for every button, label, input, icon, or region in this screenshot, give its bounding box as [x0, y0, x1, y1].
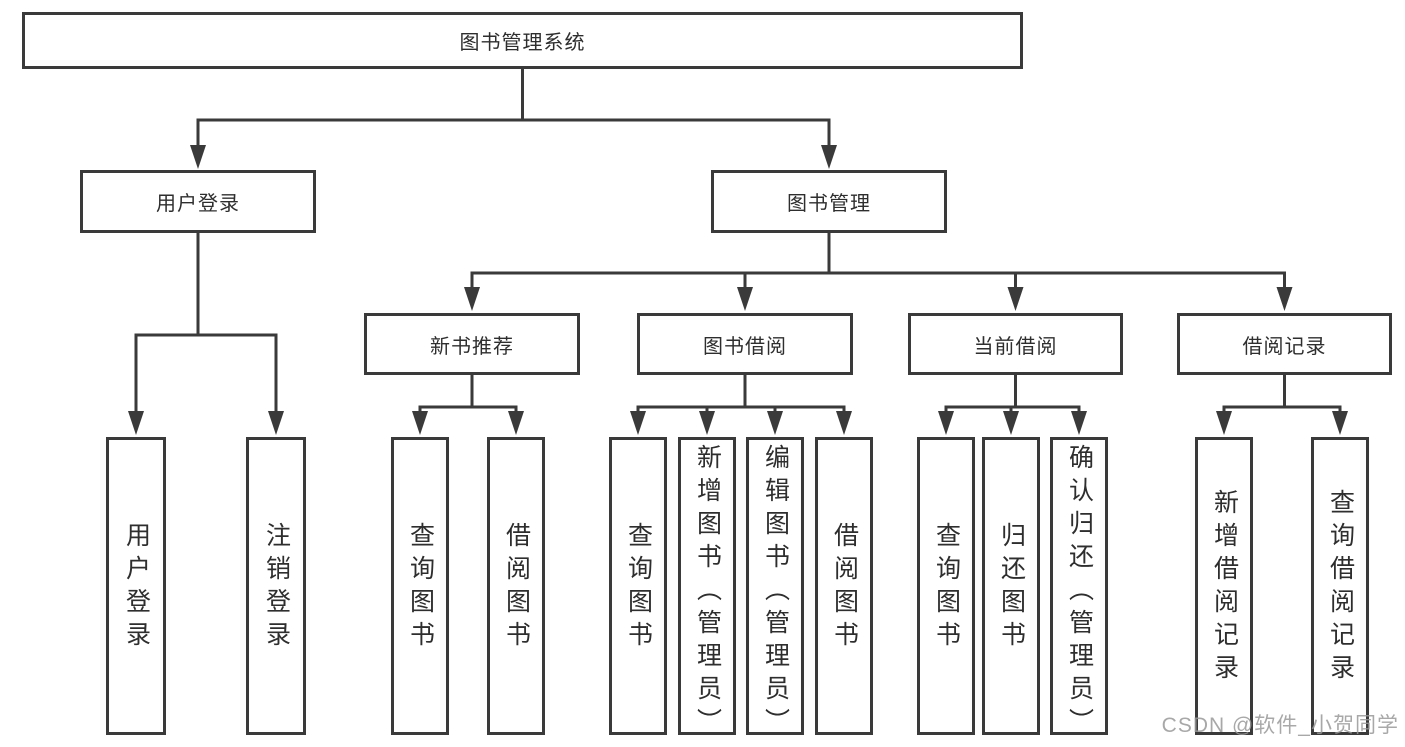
- node-current-borrowing: 当前借阅: [908, 313, 1123, 375]
- node-user-login: 用户登录: [80, 170, 316, 233]
- node-borrowing-records: 借阅记录: [1177, 313, 1392, 375]
- leaf-logout: 注销登录: [246, 437, 306, 735]
- node-library-management-system: 图书管理系统: [22, 12, 1023, 69]
- leaf-query-books-borrow: 查询图书: [609, 437, 667, 735]
- leaf-edit-books-admin: 编辑图书（管理员）: [746, 437, 804, 741]
- watermark: CSDN @软件_小贺同学: [1161, 714, 1399, 737]
- leaf-query-books-current: 查询图书: [917, 437, 975, 735]
- node-book-management: 图书管理: [711, 170, 947, 233]
- leaf-query-borrow-record: 查询借阅记录: [1311, 437, 1369, 735]
- leaf-return-books: 归还图书: [982, 437, 1040, 735]
- node-new-book-recommendation: 新书推荐: [364, 313, 580, 375]
- leaf-add-borrow-record: 新增借阅记录: [1195, 437, 1253, 735]
- leaf-borrow-books: 借阅图书: [815, 437, 873, 735]
- node-book-borrowing: 图书借阅: [637, 313, 853, 375]
- leaf-user-login: 用户登录: [106, 437, 166, 735]
- leaf-query-books-recommend: 查询图书: [391, 437, 449, 735]
- leaf-borrow-books-recommend: 借阅图书: [487, 437, 545, 735]
- leaf-add-books-admin: 新增图书（管理员）: [678, 437, 736, 741]
- leaf-confirm-return-admin: 确认归还（管理员）: [1050, 437, 1108, 741]
